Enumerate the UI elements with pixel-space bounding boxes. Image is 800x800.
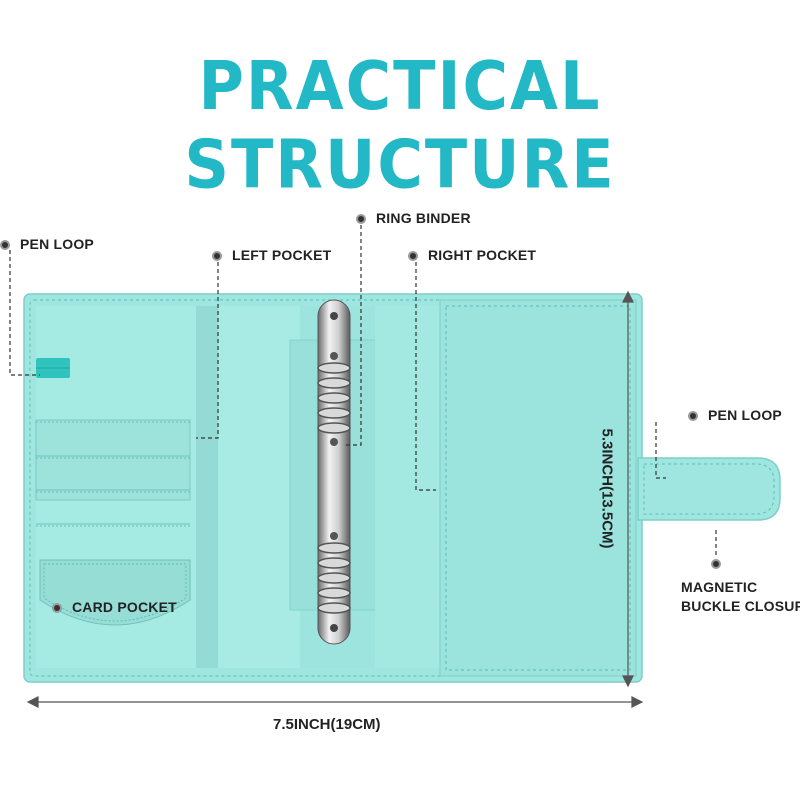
- bullet-icon: [408, 251, 418, 262]
- magnetic-bullet: [711, 555, 731, 571]
- left-panel: [35, 306, 196, 668]
- label-card-pocket: CARD POCKET: [52, 599, 177, 615]
- label-pen-loop-right: PEN LOOP: [688, 407, 782, 423]
- label-magnetic-line2: BUCKLE CLOSURE: [681, 598, 800, 614]
- dimension-arrows: [26, 290, 644, 708]
- label-right-pocket: RIGHT POCKET: [408, 247, 536, 263]
- card-pocket-slots: [35, 419, 191, 527]
- right-pocket: [439, 299, 637, 677]
- left-pocket: [196, 306, 306, 668]
- leader-lines: [9, 225, 717, 556]
- ring-binder-rail: [317, 299, 351, 645]
- dimension-width: 7.5INCH(19CM): [273, 716, 381, 733]
- label-left-pocket: LEFT POCKET: [212, 247, 331, 263]
- magnetic-buckle: [637, 457, 781, 521]
- bullet-icon: [52, 603, 62, 614]
- label-magnetic-line1: MAGNETIC: [681, 579, 758, 595]
- label-ring-binder: RING BINDER: [356, 210, 471, 226]
- bullet-icon: [688, 411, 698, 422]
- dimension-height: 5.3INCH(13.5CM): [598, 428, 616, 549]
- bullet-icon: [0, 240, 10, 251]
- bullet-icon: [212, 251, 222, 262]
- bullet-icon: [711, 559, 721, 570]
- label-pen-loop-left: PEN LOOP: [0, 236, 94, 252]
- bullet-icon: [356, 214, 366, 225]
- page-title: PRACTICAL STRUCTURE: [184, 46, 616, 204]
